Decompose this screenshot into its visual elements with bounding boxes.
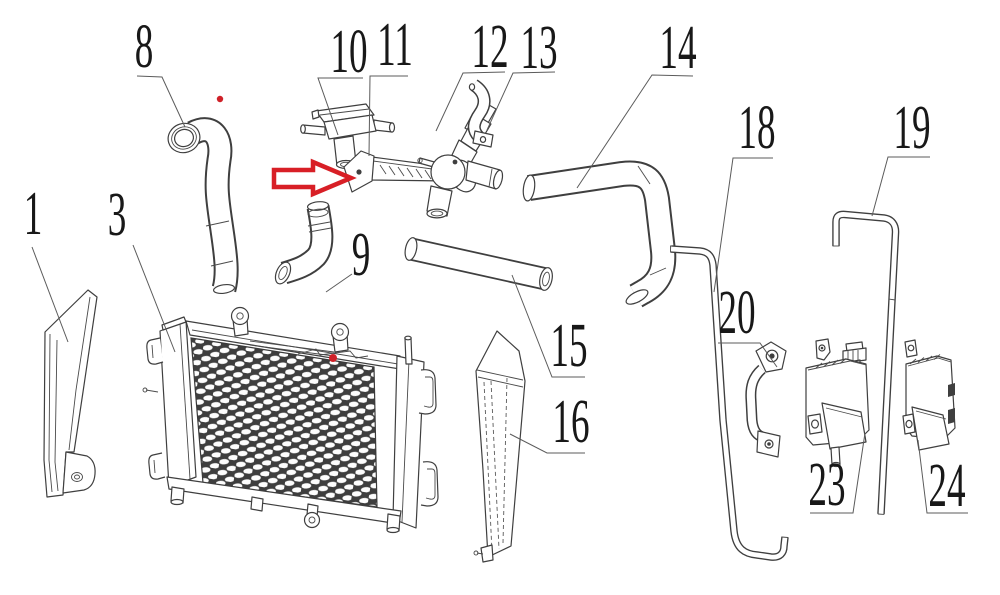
- part-label-20: 20: [718, 278, 755, 347]
- part-label-24: 24: [928, 451, 965, 520]
- part-rod-18: [670, 245, 789, 561]
- part-label-23: 23: [808, 450, 845, 519]
- leader-14: [576, 74, 694, 189]
- svg-text:10: 10: [330, 17, 367, 86]
- svg-text:8: 8: [135, 12, 154, 81]
- leader-24: [917, 439, 968, 514]
- leader-10: [317, 77, 363, 136]
- part-thermostat-12: [417, 100, 504, 219]
- leader-23: [810, 432, 866, 514]
- part-hose-15: [404, 237, 553, 291]
- part-label-12: 12: [471, 12, 508, 81]
- red-arrow-icon: [271, 158, 357, 198]
- svg-text:20: 20: [718, 278, 755, 347]
- part-rod-19: [832, 210, 900, 515]
- part-valve-10: [300, 103, 396, 170]
- part-label-18: 18: [738, 93, 775, 162]
- leader-8: [136, 75, 186, 128]
- svg-text:15: 15: [550, 311, 587, 380]
- part-bracket-20: [745, 341, 787, 458]
- part-label-16: 16: [552, 387, 589, 456]
- leader-11: [368, 75, 408, 157]
- svg-text:24: 24: [928, 451, 965, 520]
- part-radiator: [142, 306, 439, 534]
- part-label-10: 10: [330, 17, 367, 86]
- part-hose-14: [522, 160, 677, 308]
- svg-text:23: 23: [808, 450, 845, 519]
- part-right-shroud: [473, 330, 526, 563]
- svg-text:11: 11: [377, 10, 413, 79]
- highlight-markers: [216, 95, 357, 362]
- part-label-8: 8: [135, 12, 154, 81]
- part-hose-9: [274, 201, 334, 285]
- leader-13: [486, 71, 556, 131]
- svg-text:1: 1: [24, 179, 43, 248]
- part-tank-23: [805, 338, 870, 468]
- red-dot-marker-2: [329, 354, 337, 362]
- part-label-11: 11: [377, 10, 413, 79]
- red-dot-marker-1: [216, 95, 224, 103]
- svg-text:9: 9: [352, 220, 371, 289]
- svg-text:3: 3: [108, 180, 127, 249]
- svg-text:12: 12: [471, 12, 508, 81]
- leader-16: [509, 433, 585, 454]
- svg-text:16: 16: [552, 387, 589, 456]
- part-labels: 1 3 8 9 10 11 12 13 14 15 16 18 19 20 23…: [24, 10, 966, 520]
- part-left-shroud: [43, 289, 98, 498]
- leader-20: [718, 342, 778, 368]
- part-label-13: 13: [520, 13, 557, 82]
- leader-lines: [31, 71, 968, 514]
- svg-text:19: 19: [893, 93, 930, 162]
- leader-3: [132, 244, 176, 353]
- part-hose-8: [167, 117, 239, 295]
- svg-text:14: 14: [659, 13, 696, 82]
- leader-19: [871, 156, 930, 217]
- part-label-19: 19: [893, 93, 930, 162]
- part-cover-24: [902, 339, 956, 451]
- part-label-1: 1: [24, 179, 43, 248]
- leader-9: [325, 273, 353, 293]
- part-bracket-13: [467, 79, 494, 148]
- leader-12: [435, 71, 506, 132]
- svg-text:18: 18: [738, 93, 775, 162]
- leader-15: [511, 274, 585, 378]
- part-label-14: 14: [659, 13, 696, 82]
- leader-18: [713, 157, 773, 293]
- svg-text:13: 13: [520, 13, 557, 82]
- leader-1: [31, 246, 69, 343]
- part-label-15: 15: [550, 311, 587, 380]
- part-label-9: 9: [352, 220, 371, 289]
- part-label-3: 3: [108, 180, 127, 249]
